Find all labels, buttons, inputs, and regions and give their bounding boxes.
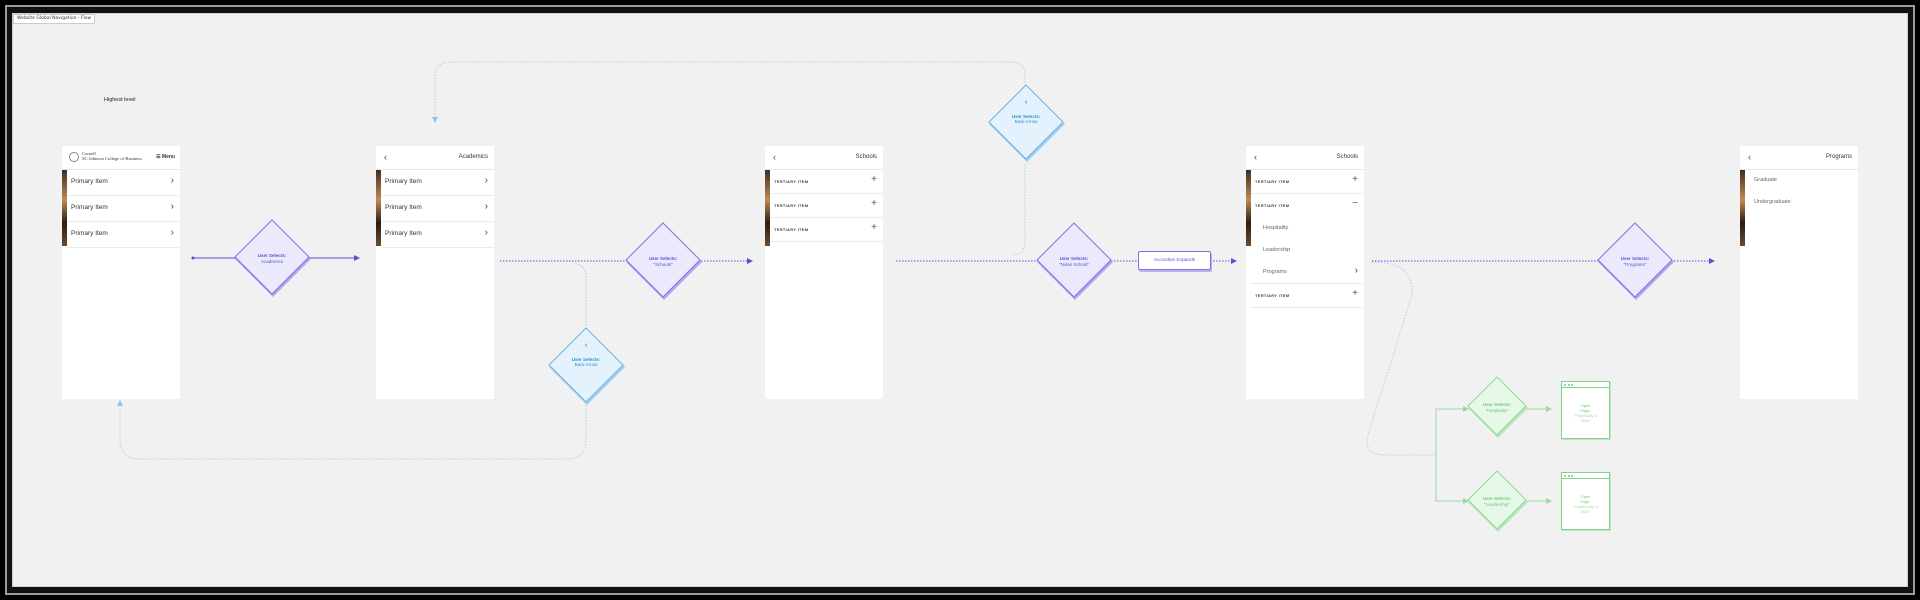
- cornell-seal-icon: [69, 152, 79, 162]
- nav-item[interactable]: Primary Item›: [67, 196, 180, 222]
- back-arrow-icon: ‹: [1024, 99, 1028, 106]
- nav-item[interactable]: Primary Item›: [381, 196, 494, 222]
- plus-icon: +: [1352, 174, 1358, 185]
- screen-header: ‹ Academics: [376, 146, 494, 170]
- screen-programs: ‹ Programs Graduate Undergraduate: [1740, 146, 1858, 399]
- decision-label: ‹User Selects:Back Arrow: [546, 342, 626, 368]
- decision-diamond-back-academics: [548, 327, 625, 405]
- screen-header: ‹ Schools: [1246, 146, 1364, 170]
- accordion-subitem[interactable]: Programs›: [1251, 261, 1364, 284]
- window-bar: [1562, 473, 1609, 479]
- chevron-right-icon: ›: [170, 175, 174, 186]
- frame-title[interactable]: Website Global Navigation - Flow: [13, 14, 96, 24]
- decision-diamond-programs: [1597, 222, 1674, 300]
- accordion-item[interactable]: TERTIARY ITEM+: [770, 218, 883, 242]
- nav-item[interactable]: Primary Item›: [67, 222, 180, 248]
- screen-header: ‹ Schools: [765, 146, 883, 170]
- hero-image-strip: [1740, 169, 1745, 246]
- note-highest-level[interactable]: Highest level: [104, 97, 136, 103]
- plus-icon: +: [871, 198, 877, 209]
- chevron-right-icon: ›: [484, 227, 488, 238]
- decision-diamond-leadership: [1467, 470, 1528, 532]
- accordion-item[interactable]: TERTIARY ITEM+: [1251, 284, 1364, 308]
- back-arrow-icon: ‹: [584, 342, 588, 349]
- decision-diamond-back-schools: [988, 84, 1065, 162]
- menu-button[interactable]: ☰ Menu: [156, 154, 175, 160]
- plus-icon: +: [1352, 288, 1358, 299]
- chevron-right-icon: ›: [1354, 265, 1358, 276]
- chevron-right-icon: ›: [484, 175, 488, 186]
- decision-diamond-academics: [234, 219, 311, 297]
- screen-header: ‹ Programs: [1740, 146, 1858, 170]
- decision-label: User Selects:"Leadership": [1482, 496, 1512, 507]
- chevron-right-icon: ›: [484, 201, 488, 212]
- plus-icon: +: [871, 174, 877, 185]
- screen-schools: ‹ Schools TERTIARY ITEM+ TERTIARY ITEM+ …: [765, 146, 883, 399]
- list-item[interactable]: Undergraduate: [1754, 199, 1791, 205]
- screen-title: Programs: [1825, 154, 1852, 160]
- back-arrow-icon[interactable]: ‹: [1254, 152, 1257, 162]
- hero-image-strip: [376, 169, 381, 246]
- decision-label: User Selects:Academics: [257, 253, 287, 264]
- hero-image-strip: [62, 169, 67, 246]
- screen-academics: ‹ Academics Primary Item› Primary Item› …: [376, 146, 494, 399]
- chevron-right-icon: ›: [170, 227, 174, 238]
- decision-label: User Selects:"Hospitality": [1482, 402, 1512, 413]
- decision-diamond-schools: [625, 222, 702, 300]
- accordion-expands-box: Accordion Expands: [1138, 251, 1211, 270]
- hero-image-strip: [765, 169, 770, 246]
- screen-title: Academics: [458, 154, 488, 160]
- nav-item[interactable]: Primary Item›: [381, 222, 494, 248]
- decision-label: User Selects:"Schools": [648, 256, 678, 267]
- screen-title: Schools: [1336, 154, 1358, 160]
- back-arrow-icon[interactable]: ‹: [773, 152, 776, 162]
- decision-label: User Selects:"Nolan School": [1059, 256, 1089, 267]
- hero-image-strip: [1246, 169, 1251, 246]
- decision-label: User Selects:"Programs": [1620, 256, 1650, 267]
- screen-schools-expanded: ‹ Schools TERTIARY ITEM+ TERTIARY ITEM− …: [1246, 146, 1364, 399]
- list-item[interactable]: Graduate: [1754, 177, 1777, 183]
- back-arrow-icon[interactable]: ‹: [1748, 152, 1751, 162]
- plus-icon: +: [871, 222, 877, 233]
- screen-title: Schools: [855, 154, 877, 160]
- nav-item[interactable]: Primary Item›: [67, 170, 180, 196]
- accordion-subitem[interactable]: Hospitality: [1263, 225, 1289, 231]
- accordion-item[interactable]: TERTIARY ITEM+: [770, 194, 883, 218]
- minus-icon: −: [1352, 198, 1358, 209]
- back-arrow-icon[interactable]: ‹: [384, 152, 387, 162]
- nav-item[interactable]: Primary Item›: [381, 170, 494, 196]
- accordion-item[interactable]: TERTIARY ITEM+: [770, 170, 883, 194]
- accordion-item[interactable]: TERTIARY ITEM+: [1251, 170, 1364, 194]
- decision-diamond-hospitality: [1467, 376, 1528, 438]
- decision-label: ‹User Selects:Back Arrow: [986, 99, 1066, 125]
- window-bar: [1562, 382, 1609, 388]
- accordion-item-expanded[interactable]: TERTIARY ITEM−: [1255, 198, 1358, 209]
- decision-diamond-nolan: [1036, 222, 1113, 300]
- chevron-right-icon: ›: [170, 201, 174, 212]
- accordion-subitem[interactable]: Leadership: [1263, 247, 1291, 253]
